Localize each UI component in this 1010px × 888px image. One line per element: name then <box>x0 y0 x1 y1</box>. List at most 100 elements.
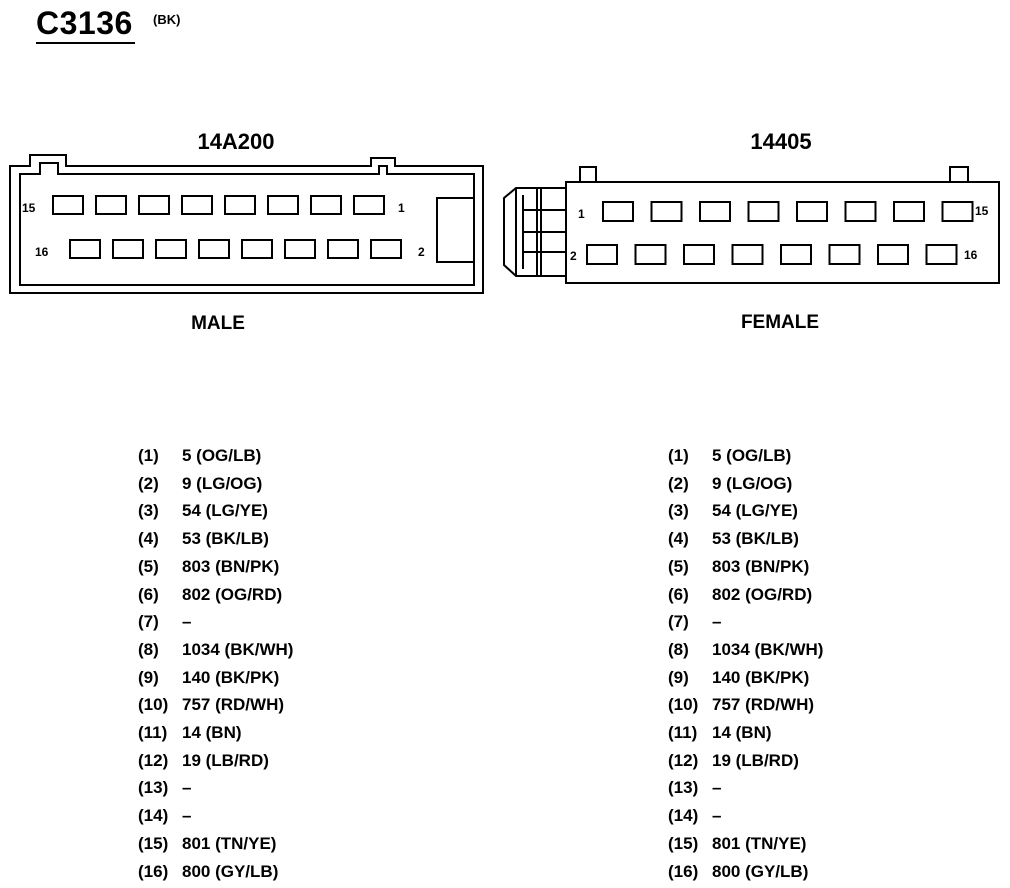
pin-number: (11) <box>668 723 698 743</box>
male-pin-cavity <box>370 239 402 259</box>
female-pin-row: (5)803 (BN/PK) <box>668 553 823 581</box>
male-pin-cavity <box>224 195 256 215</box>
male-pin-label-16: 16 <box>35 245 49 259</box>
female-pin-row: (10) 757 (RD/WH) <box>668 691 823 719</box>
pin-circuit: – <box>712 778 722 798</box>
female-pin-cavity <box>941 201 974 222</box>
pin-number: (16) <box>138 861 169 881</box>
female-connector <box>503 166 1000 284</box>
connector-color-code: (BK) <box>153 12 181 27</box>
pin-circuit: 757 (RD/WH) <box>712 695 815 715</box>
male-pin-row: (6) 802 (OG/RD) <box>138 581 293 609</box>
pin-circuit: 5 (OG/LB) <box>182 446 262 465</box>
connector-diagram: 14A200 14405 15 1 16 2 MALE 1 15 2 16 FE… <box>9 129 1000 334</box>
male-pin-row-top <box>52 195 385 215</box>
male-pin-row: (14)– <box>138 802 293 830</box>
female-pin-cavity <box>683 244 715 265</box>
male-pin-cavity <box>181 195 213 215</box>
male-pin-label-15: 15 <box>22 201 36 215</box>
pin-circuit: 801 (TN/YE) <box>182 833 277 853</box>
pin-circuit: 802 (OG/RD) <box>182 584 283 604</box>
male-connector-outer <box>9 154 484 294</box>
female-pin-row: (11) 14 (BN) <box>668 719 823 747</box>
pin-circuit: 140 (BK/PK) <box>182 667 280 687</box>
male-pin-row: (9)140 (BK/PK) <box>138 664 293 692</box>
pin-number: (10) <box>668 695 699 715</box>
female-pin-label-15: 15 <box>975 204 989 218</box>
male-pin-cavity <box>353 195 385 215</box>
male-pin-row: (16) 800 (GY/LB) <box>138 858 293 886</box>
pin-number: (15) <box>668 833 699 853</box>
female-pin-cavity <box>877 244 909 265</box>
pin-circuit: 14 (BN) <box>182 723 242 743</box>
male-pin-row: (11)14 (BN) <box>138 719 293 747</box>
female-pin-cavity <box>650 201 683 222</box>
male-pin-cavity <box>112 239 144 259</box>
pin-circuit: 14 (BN) <box>712 723 772 743</box>
pin-circuit: 54 (LG/YE) <box>182 501 268 521</box>
pin-number: (8) <box>138 639 159 659</box>
female-pin-row: (16)800 (GY/LB) <box>668 858 823 886</box>
pin-number: (10) <box>138 695 169 715</box>
pin-circuit: 53 (BK/LB) <box>712 529 799 549</box>
pin-number: (3) <box>138 501 159 521</box>
pin-number: (1) <box>138 446 159 465</box>
female-pin-row: (2)9 (LG/OG) <box>668 470 823 498</box>
female-pin-cavity <box>586 244 618 265</box>
female-pin-row: (3)54 (LG/YE) <box>668 497 823 525</box>
female-pin-row: (7) – <box>668 608 823 636</box>
male-connector-inner <box>19 162 475 286</box>
pin-circuit: 801 (TN/YE) <box>712 833 807 853</box>
pin-circuit: 800 (GY/LB) <box>182 861 279 881</box>
female-pin-row: (4) 53 (BK/LB) <box>668 525 823 553</box>
pin-number: (14) <box>668 806 699 826</box>
female-pin-row: (14)– <box>668 802 823 830</box>
male-pin-cavity <box>155 239 187 259</box>
pin-number: (13) <box>668 778 699 798</box>
pin-number: (4) <box>668 529 689 549</box>
male-pin-row: (10) 757 (RD/WH) <box>138 691 293 719</box>
female-tab-right <box>949 166 969 183</box>
pin-number: (6) <box>668 584 689 604</box>
male-pin-cavity <box>241 239 273 259</box>
male-pin-row: (2)9 (LG/OG) <box>138 470 293 498</box>
pin-circuit: – <box>712 612 722 632</box>
pin-circuit: – <box>182 778 192 798</box>
male-pin-label-1: 1 <box>398 201 405 215</box>
male-pin-row: (7)– <box>138 608 293 636</box>
male-pin-row: (13)– <box>138 774 293 802</box>
pin-circuit: 757 (RD/WH) <box>182 695 285 715</box>
male-pin-row: (12)19 (LB/RD) <box>138 747 293 775</box>
female-pin-row: (15) 801 (TN/YE) <box>668 830 823 858</box>
male-pin-row: (15)801 (TN/YE) <box>138 830 293 858</box>
male-pin-row-bottom <box>69 239 402 259</box>
female-pin-row: (9) 140 (BK/PK) <box>668 664 823 692</box>
female-pin-row-bottom <box>586 244 958 265</box>
female-pin-cavity <box>828 244 861 265</box>
pin-circuit: 803 (BN/PK) <box>182 556 280 576</box>
male-pin-cavity <box>310 195 342 215</box>
male-pin-row: (3) 54 (LG/YE) <box>138 497 293 525</box>
pin-number: (9) <box>668 667 689 687</box>
pin-number: (6) <box>138 584 159 604</box>
pin-number: (12) <box>138 750 169 770</box>
female-pin-cavity <box>893 201 925 222</box>
male-pin-cavity <box>198 239 230 259</box>
female-pin-cavity <box>844 201 877 222</box>
pin-circuit: 800 (GY/LB) <box>712 861 809 881</box>
female-gender-label: FEMALE <box>741 312 819 333</box>
female-pinout-list: (1)5 (OG/LB)(2)9 (LG/OG)(3)54 (LG/YE)(4)… <box>668 442 823 885</box>
pin-number: (8) <box>668 639 689 659</box>
female-pin-row: (12)19 (LB/RD) <box>668 747 823 775</box>
pin-number: (7) <box>138 612 159 632</box>
pin-number: (5) <box>138 556 159 576</box>
female-pin-cavity <box>634 244 667 265</box>
pin-number: (3) <box>668 501 689 521</box>
male-pin-label-2: 2 <box>418 245 425 259</box>
pin-circuit: 1034 (BK/WH) <box>712 639 824 659</box>
pin-number: (7) <box>668 612 689 632</box>
pin-circuit: 140 (BK/PK) <box>712 667 810 687</box>
female-tab-left <box>579 166 597 183</box>
pin-number: (2) <box>668 473 689 493</box>
female-locking-clip <box>503 187 566 277</box>
